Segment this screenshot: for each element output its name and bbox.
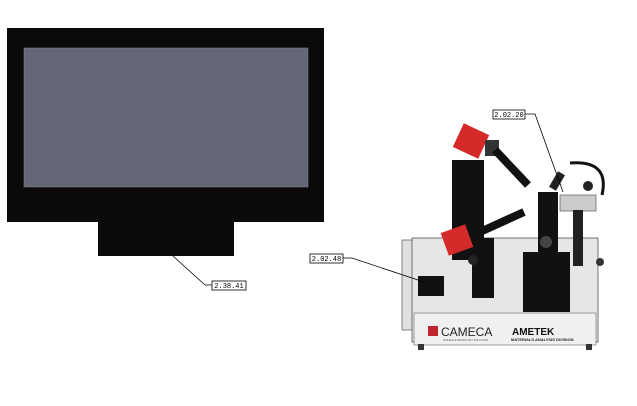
- leader-line-probe: [525, 113, 564, 193]
- svg-text:AMETEK: AMETEK: [512, 327, 555, 338]
- controller-box: [418, 276, 444, 296]
- instrument: CAMECA SCIENCE & METROLOGY SOLUTIONS AME…: [401, 123, 605, 350]
- callout-probe: 2.02.20: [492, 109, 526, 120]
- svg-text:CAMECA: CAMECA: [441, 325, 492, 339]
- monitor-stand: [98, 222, 234, 256]
- svg-text:2.38.41: 2.38.41: [214, 283, 243, 291]
- leader-line-controller: [343, 257, 425, 283]
- svg-text:MATERIALS ANALYSIS DIVISION: MATERIALS ANALYSIS DIVISION: [511, 337, 574, 342]
- cameca-logo-icon: [428, 326, 438, 336]
- camera-upper: [452, 123, 490, 159]
- stage: [523, 252, 570, 312]
- callout-controller: 2.02.48: [309, 253, 344, 264]
- leader-line-monitor: [172, 255, 212, 286]
- monitor: [7, 28, 324, 256]
- monitor-screen: [23, 47, 309, 188]
- camera-lower: [440, 224, 474, 256]
- svg-text:2.02.48: 2.02.48: [312, 256, 341, 264]
- svg-text:SCIENCE & METROLOGY SOLUTIONS: SCIENCE & METROLOGY SOLUTIONS: [443, 339, 489, 342]
- callout-monitor: 2.38.41: [211, 280, 247, 291]
- svg-text:2.02.20: 2.02.20: [494, 112, 523, 120]
- front-panel: [413, 312, 597, 346]
